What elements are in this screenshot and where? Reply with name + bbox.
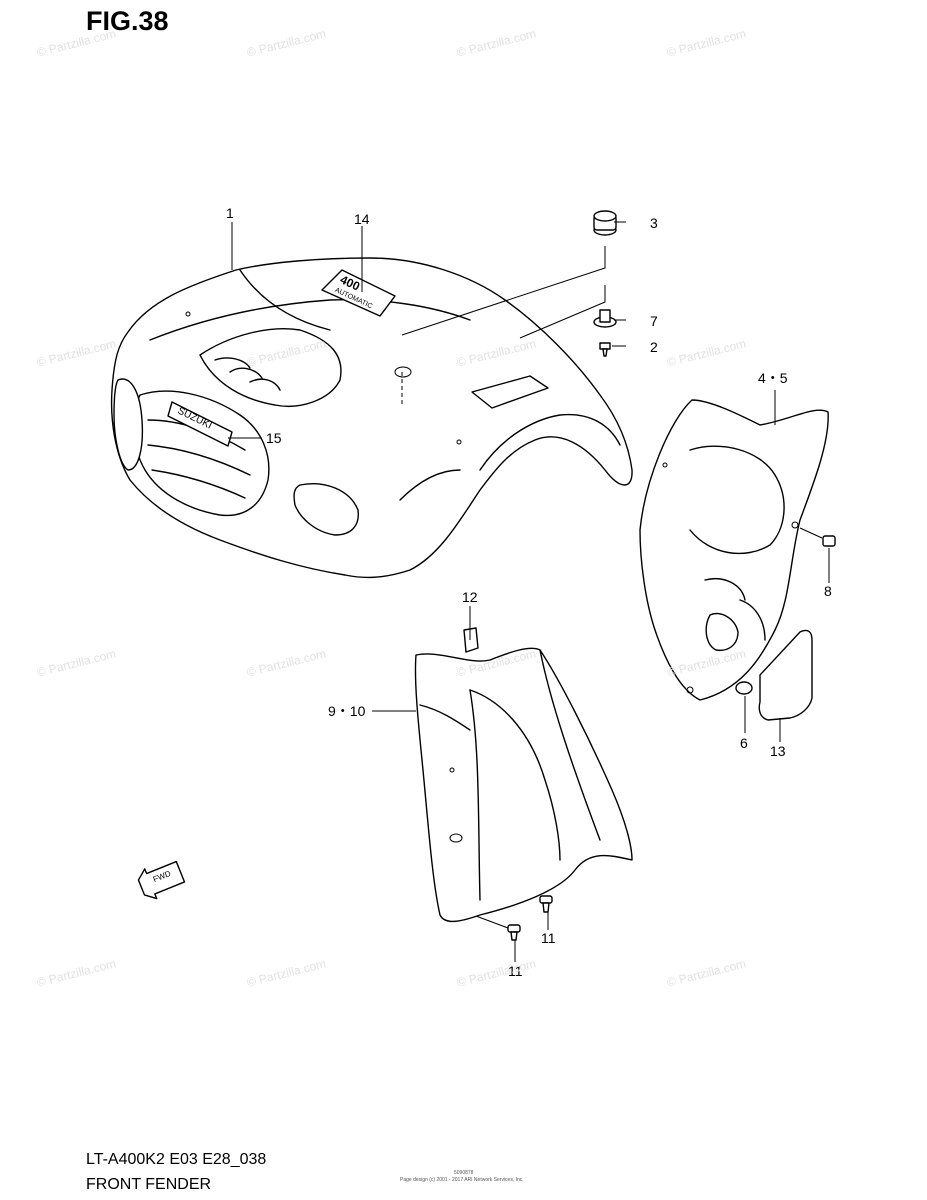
leader-7 (519, 285, 606, 339)
callout-2[interactable]: 2 (650, 339, 658, 355)
callout-9-10[interactable]: 9・10 (328, 703, 366, 719)
callout-6[interactable]: 6 (740, 735, 748, 751)
footer-model-code: LT-A400K2 E03 E28_038 (86, 1151, 267, 1168)
callout-7[interactable]: 7 (650, 313, 658, 329)
grommet-3[interactable] (593, 210, 617, 236)
callout-13[interactable]: 13 (770, 743, 786, 759)
callout-8[interactable]: 8 (824, 583, 832, 599)
figure-title: FIG.38 (86, 6, 169, 36)
cover-13[interactable] (758, 629, 813, 721)
fwd-arrow-icon (137, 860, 186, 900)
screw-11b[interactable] (475, 915, 521, 941)
callout-11-upper[interactable]: 11 (541, 930, 556, 946)
callout-4-5[interactable]: 4・5 (758, 370, 788, 386)
callout-1[interactable]: 1 (226, 205, 234, 221)
mud-guard-right[interactable] (639, 399, 829, 701)
footer-assembly-name: FRONT FENDER (86, 1176, 212, 1193)
callout-15[interactable]: 15 (266, 430, 282, 446)
bolt-8[interactable] (799, 527, 836, 547)
collar-7[interactable] (593, 309, 617, 328)
footer-drawing-code: 5090878 (454, 1170, 474, 1176)
grommet-6[interactable] (735, 681, 753, 695)
screw-2[interactable] (599, 342, 611, 357)
leader-3 (401, 246, 606, 336)
callout-12[interactable]: 12 (462, 589, 478, 605)
screw-11a[interactable] (539, 895, 553, 913)
front-fender[interactable] (110, 257, 633, 579)
callout-14[interactable]: 14 (354, 211, 370, 227)
callout-3[interactable]: 3 (650, 215, 658, 231)
mud-guard-left[interactable] (414, 627, 633, 923)
footer-copyright: Page design (c) 2001 - 2017 ARI Network … (400, 1177, 524, 1183)
callout-11-lower[interactable]: 11 (508, 963, 523, 979)
